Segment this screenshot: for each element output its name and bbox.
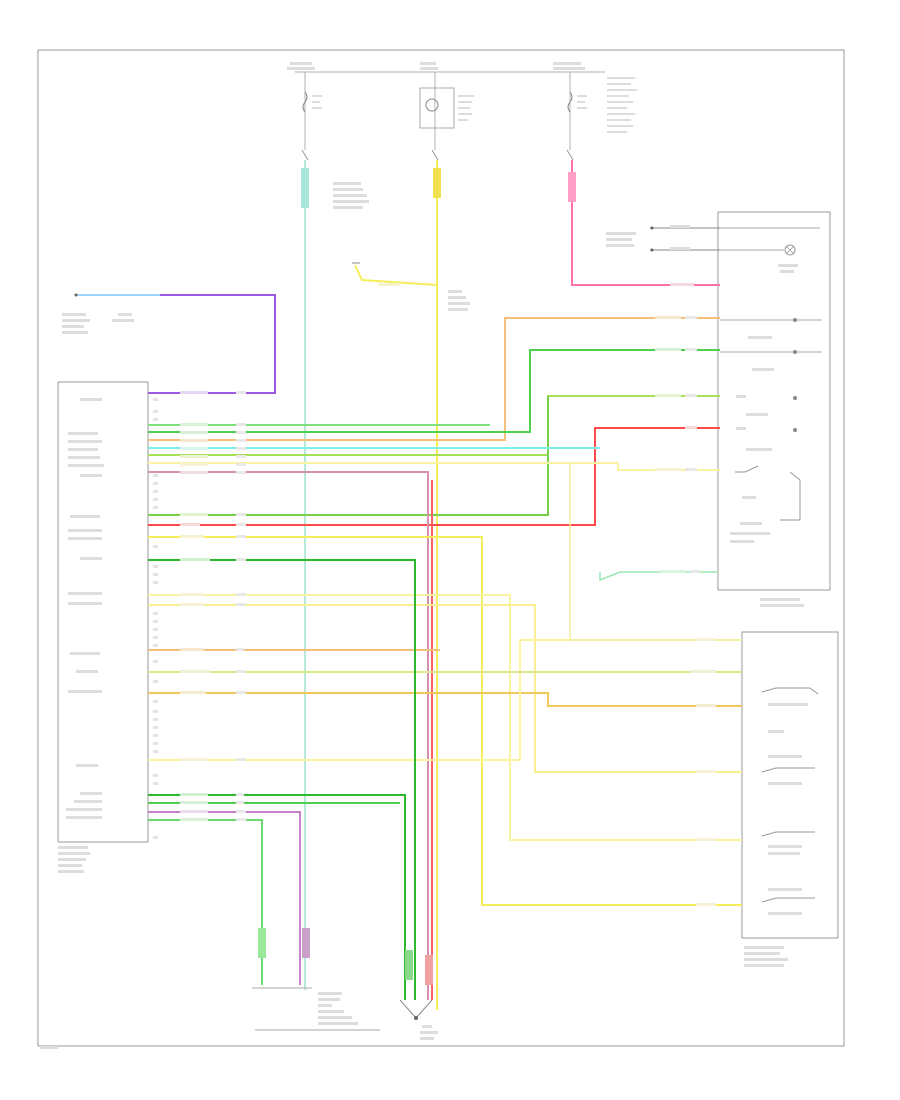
wire-label: [302, 928, 310, 958]
wire-label: [405, 950, 413, 980]
wire-mauve: [148, 471, 429, 1000]
fuse-icon: [302, 72, 322, 150]
connector-icon: [62, 293, 134, 334]
wire-yellow-sensor-5: [148, 639, 742, 761]
wire-yellow-sensor-1: [148, 536, 742, 906]
connector-icon: [301, 149, 574, 161]
wire-label: [568, 172, 576, 202]
wire-mauve-bottom: [148, 811, 301, 985]
wire-light-green-box: [599, 571, 718, 582]
fuse-block-note: [607, 77, 637, 133]
module-pin-labels: [58, 398, 104, 873]
relay-icon: [419, 72, 474, 150]
lamp-icon: [778, 244, 798, 273]
wire-yellow-sensor-2: [148, 594, 742, 841]
wire-label: [301, 168, 309, 208]
wire-label: [433, 168, 441, 198]
wire-label: [425, 955, 433, 985]
select-switch-labels: [730, 336, 804, 607]
transfer-case-module: [57, 381, 149, 843]
wire-yellow-sensor-4: [148, 692, 742, 707]
diagram-border: [37, 49, 845, 1047]
select-switch-box: [717, 211, 831, 591]
switch-icon: [735, 465, 801, 521]
ground-icon: [399, 999, 438, 1040]
wire-orange: [148, 317, 720, 441]
position-sensor-labels: [744, 946, 788, 967]
wire-green-1: [148, 349, 720, 433]
switch-icon: [761, 687, 819, 915]
wire-code-labels: [180, 283, 716, 906]
wire-yellow-sensor-3: [148, 604, 742, 773]
wire-red: [148, 427, 720, 526]
wire-green-bottom-1: [148, 794, 406, 1000]
wire-yellow-shift: [148, 462, 720, 471]
shift-motor: [252, 987, 380, 1031]
wire-green-speed: [148, 559, 416, 1000]
wire-green-bottom-3: [148, 819, 263, 985]
position-sensor-box: [741, 631, 839, 939]
wire-light-green-sensor: [569, 463, 742, 641]
ground-icon: [333, 182, 470, 311]
wire-pink: [571, 160, 720, 286]
wire-label: [258, 928, 266, 958]
fuse-icon: [567, 72, 587, 150]
power-bus-labels: [287, 62, 585, 70]
wire-purple: [75, 294, 276, 394]
footer-id-mark: [40, 1046, 58, 1049]
indicator-lamps: [720, 318, 822, 432]
wire-green-neutral: [148, 396, 549, 516]
indicator-switch-wires: [606, 225, 820, 252]
module-pin-numbers: [153, 398, 158, 839]
wire-yellow-lockout: [354, 264, 438, 286]
